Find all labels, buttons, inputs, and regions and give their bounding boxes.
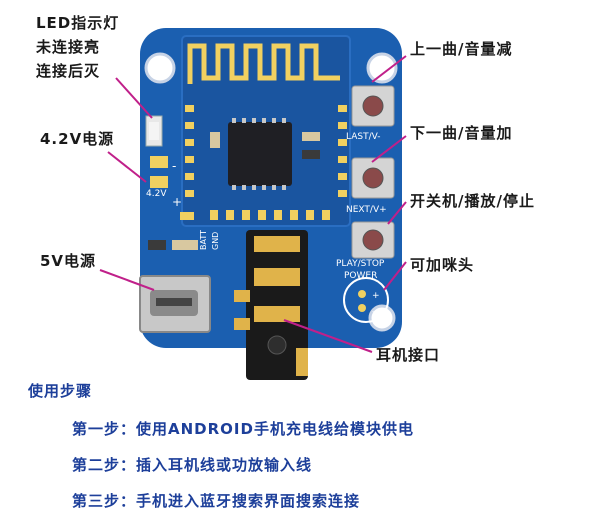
silk-4v2: 4.2V [146, 189, 167, 199]
earphone-jack-icon [246, 230, 308, 380]
label-led-line1: LED指示灯 [36, 14, 120, 32]
silk-gnd: GND [211, 232, 220, 250]
silk-playstop: PLAY/STOP [336, 259, 385, 269]
label-next-vol: 下一曲/音量加 [410, 124, 513, 142]
svg-text:-: - [372, 307, 375, 317]
mount-hole-icon [368, 304, 396, 332]
button-last [351, 85, 395, 127]
label-led-line2: 未连接亮 [36, 38, 101, 56]
silk-power: POWER [344, 271, 377, 281]
step-2: 第二步：插入耳机线或功放输入线 [72, 456, 313, 474]
label-earphone: 耳机接口 [376, 346, 441, 364]
svg-text:+: + [372, 291, 380, 301]
module-pads [185, 105, 347, 220]
silk-minus: - [172, 159, 176, 173]
power-pad-icon [150, 176, 168, 188]
step-1: 第一步：使用ANDROID手机充电线给模块供电 [72, 420, 414, 438]
step-3: 第三步：手机进入蓝牙搜索界面搜索连接 [72, 492, 361, 510]
label-play-stop: 开关机/播放/停止 [410, 192, 535, 210]
label-power-4v2: 4.2V电源 [40, 130, 115, 148]
mount-hole-icon [366, 52, 398, 84]
label-power-5v: 5V电源 [40, 252, 97, 270]
label-speaker: 可加咪头 [410, 256, 475, 274]
label-pointer-lines [99, 55, 407, 353]
label-prev-vol: 上一曲/音量减 [410, 40, 513, 58]
power-pad-icon [150, 156, 168, 168]
antenna-trace-icon [187, 43, 340, 84]
silk-plus: + [172, 195, 182, 209]
silk-next: NEXT/V+ [346, 205, 387, 215]
button-next [351, 157, 395, 199]
bt-chip-icon [228, 122, 292, 186]
label-led-line3: 连接后灭 [36, 62, 101, 80]
silk-batt: BATT [199, 230, 208, 250]
button-playstop [351, 221, 395, 259]
mount-hole-icon [144, 52, 176, 84]
silk-last: LAST/V- [346, 132, 381, 142]
steps-heading: 使用步骤 [28, 382, 93, 400]
mic-footprint-icon [343, 277, 389, 323]
